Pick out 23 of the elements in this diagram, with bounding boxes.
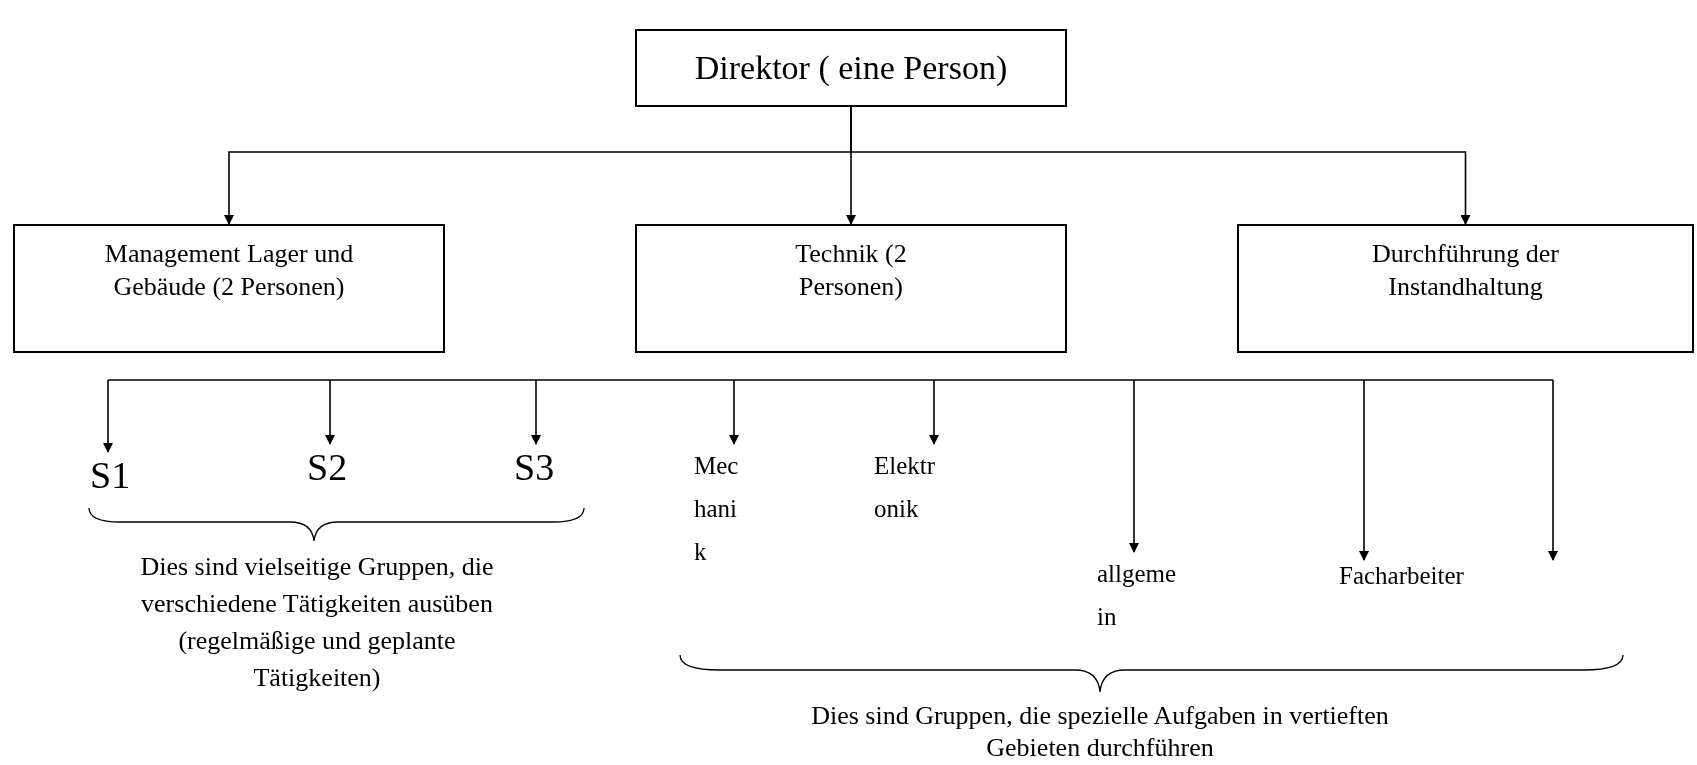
group-label: S2 [307, 444, 357, 490]
arrow [1359, 379, 1369, 561]
org-box: Technik (2 Personen) [635, 224, 1067, 353]
group-label: S3 [514, 444, 564, 490]
group-label: Facharbeiter [1339, 560, 1563, 600]
group-label: allgemein [1097, 552, 1179, 642]
org-box: Direktor ( eine Person) [635, 29, 1067, 107]
arrow [325, 379, 335, 445]
arrow [729, 379, 739, 445]
arrow [103, 379, 113, 453]
group-label: Mechanik [694, 444, 740, 574]
arrow [1548, 379, 1558, 561]
bus-line [107, 379, 1554, 381]
group-label: S1 [90, 452, 140, 498]
note-text: Dies sind Gruppen, die spezielle Aufgaben in vertieften Gebieten durchführen [810, 700, 1390, 764]
org-box: Management Lager und Gebäude (2 Personen) [13, 224, 445, 353]
group-label: Elektronik [874, 444, 942, 534]
note-text: Dies sind vielseitige Gruppen, die verschiedene Tätigkeiten ausüben (regelmäßige und geplante Tätigkeiten) [139, 551, 495, 694]
arrow [531, 379, 541, 445]
org-box: Durchführung der Instandhaltung [1237, 224, 1694, 353]
arrow [850, 106, 1471, 225]
arrow [1129, 379, 1139, 553]
arrow [929, 379, 939, 445]
